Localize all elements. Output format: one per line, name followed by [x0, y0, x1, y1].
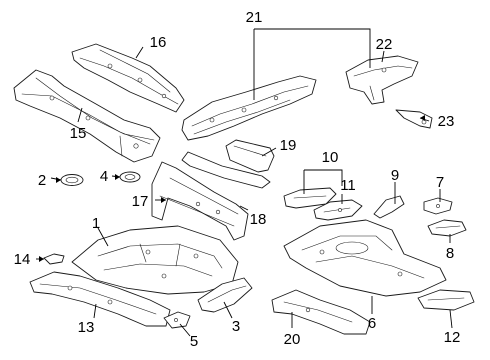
part-15-crossmember-lower	[13, 69, 161, 163]
callout-12: 12	[444, 329, 461, 346]
callout-15: 15	[70, 125, 87, 142]
part-1-center-floor-pan	[71, 225, 239, 295]
callout-10: 10	[322, 149, 339, 166]
part-17-18-frame	[151, 151, 271, 241]
callout-8: 8	[446, 245, 454, 262]
callout-1: 1	[92, 215, 100, 232]
callout-2: 2	[38, 172, 46, 189]
callout-5: 5	[190, 333, 198, 350]
callout-22: 22	[376, 36, 393, 53]
part-4-plug	[119, 171, 141, 183]
callout-9: 9	[391, 167, 399, 184]
callout-20: 20	[284, 331, 301, 348]
part-21-side-member	[181, 75, 317, 141]
callout-13: 13	[78, 319, 95, 336]
part-8-bracket	[427, 219, 467, 237]
part-23-bracket	[395, 109, 433, 129]
part-22-member-extension	[345, 55, 419, 105]
callout-16: 16	[150, 34, 167, 51]
part-14-pad	[43, 253, 65, 265]
leader-arrowheads	[39, 115, 425, 262]
part-20-rear-lower-panel	[271, 289, 371, 335]
part-2-plug	[60, 174, 84, 186]
part-5-bracket	[163, 311, 191, 329]
part-9-clip	[373, 195, 405, 219]
callout-7: 7	[436, 174, 444, 191]
callout-18: 18	[250, 211, 267, 228]
callout-19: 19	[280, 137, 297, 154]
part-6-rear-floor-pan	[283, 219, 447, 297]
callout-23: 23	[438, 113, 455, 130]
callout-17: 17	[132, 193, 149, 210]
part-13-rear-rail	[29, 271, 171, 327]
part-7-bracket	[423, 197, 453, 215]
leader-lines	[36, 28, 453, 337]
part-11-bracket	[313, 199, 363, 221]
callout-21: 21	[246, 9, 263, 26]
part-19-crossbar	[225, 139, 275, 173]
part-10-bracket	[283, 187, 337, 209]
callout-6: 6	[368, 315, 376, 332]
part-12-rear-panel	[417, 289, 475, 311]
callout-3: 3	[232, 318, 240, 335]
callout-labels: 21 22 16 15 23 19 10 11 9 7 8 2 4 17 18 …	[14, 9, 461, 350]
callout-4: 4	[100, 168, 108, 185]
callout-11: 11	[340, 177, 356, 194]
part-16-crossmember-upper	[71, 43, 185, 113]
part-3-side-bracket	[197, 277, 253, 313]
callout-14: 14	[14, 251, 31, 268]
